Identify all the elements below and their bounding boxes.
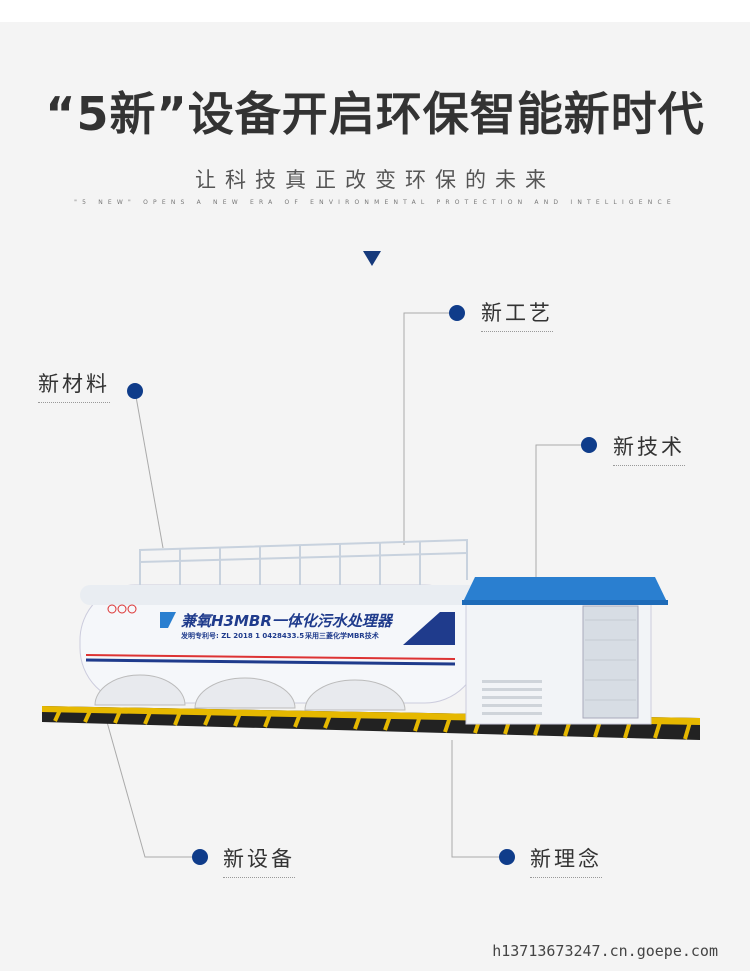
tank-tech: 采用三菱化学MBR技术 [304, 631, 379, 640]
bullet-dot-icon [499, 849, 515, 865]
label-new-material: 新材料 [38, 368, 110, 403]
bullet-dot-icon [127, 383, 143, 399]
watermark: h13713673247.cn.goepe.com [492, 942, 718, 960]
label-new-technology: 新技术 [613, 431, 685, 466]
page-title: “5新”设备开启环保智能新时代 [45, 87, 705, 141]
bullet-dot-icon [192, 849, 208, 865]
page-subtitle: 让科技真正改变环保的未来 [195, 168, 555, 192]
tank-patent: 发明专利号: ZL 2018 1 0428433.5 [180, 631, 304, 640]
down-triangle-icon [363, 251, 381, 266]
label-new-concept: 新理念 [530, 843, 602, 878]
bullet-dot-icon [581, 437, 597, 453]
bullet-dot-icon [449, 305, 465, 321]
tank-name: 兼氧H3MBR一体化污水处理器 [181, 612, 394, 630]
top-band [0, 0, 750, 22]
label-new-process: 新工艺 [481, 297, 553, 332]
label-new-equipment: 新设备 [223, 843, 295, 878]
callout-lines [106, 312, 582, 858]
english-subtitle: "5 NEW" OPENS A NEW ERA OF ENVIRONMENTAL… [74, 199, 676, 206]
